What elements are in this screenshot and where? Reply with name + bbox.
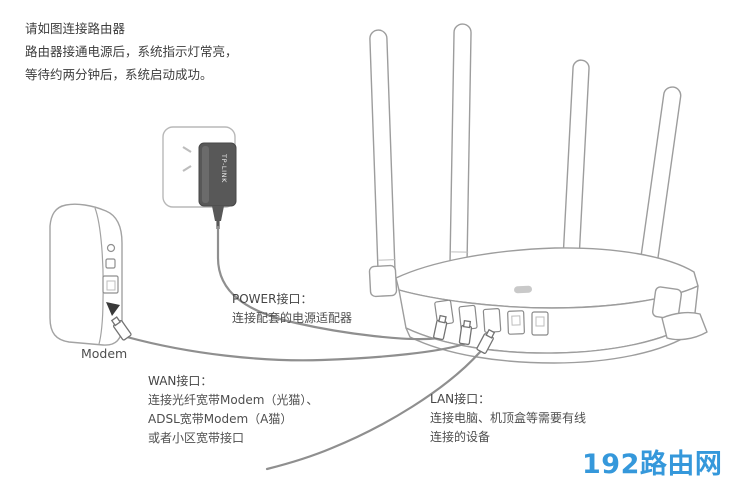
- lan-callout-desc-2: 连接的设备: [430, 430, 491, 444]
- modem-button: [106, 243, 116, 253]
- power-adapter: TP-LINK: [198, 142, 237, 229]
- power-cable-plug: [433, 314, 448, 341]
- instructions-text: 请如图连接路由器 路由器接通电源后，系统指示灯常亮， 等待约两分钟后，系统启动成…: [25, 17, 238, 86]
- watermark-192luyou: 192路由网: [582, 449, 723, 480]
- adapter-cord-boot: [212, 206, 224, 221]
- power-cable: [216, 225, 440, 341]
- wan-callout-desc-1: 连接光纤宽带Modem（光猫）、: [148, 393, 319, 407]
- lan-cable: [265, 350, 482, 471]
- router-port-inner: [535, 316, 545, 327]
- wan-callout-title: WAN接口：: [148, 374, 213, 388]
- router-port: [507, 310, 525, 335]
- power-callout-title: POWER接口：: [232, 292, 313, 306]
- power-port-callout: POWER接口： 连接配套的电源适配器: [232, 290, 352, 328]
- instruction-line-1: 请如图连接路由器: [25, 21, 126, 36]
- modem-body: [49, 203, 123, 346]
- router-port: [482, 308, 502, 333]
- router-logo: [514, 285, 533, 294]
- modem-small-port: [105, 258, 116, 269]
- modem-device: [49, 203, 123, 346]
- router-port-inner: [511, 315, 521, 326]
- instruction-line-3: 等待约两分钟后，系统启动成功。: [25, 67, 213, 82]
- antenna-icon: [369, 29, 396, 283]
- lan-callout-desc-1: 连接电脑、机顶盒等需要有线: [430, 411, 587, 425]
- modem-edge-line: [94, 207, 104, 345]
- modem-label: Modem: [81, 346, 128, 361]
- antenna-joint-line: [378, 259, 396, 261]
- instruction-line-2: 路由器接通电源后，系统指示灯常亮，: [25, 44, 238, 59]
- router-foot: [661, 311, 708, 341]
- plug-tab: [485, 328, 496, 339]
- plug-tab: [462, 319, 472, 329]
- outlet-slot: [182, 146, 192, 153]
- wan-callout-desc-2: ADSL宽带Modem（A猫）: [148, 412, 293, 426]
- adapter-highlight: [202, 146, 209, 203]
- modem-cable-plug: [110, 316, 132, 341]
- insert-arrow-icon: [106, 302, 120, 316]
- plug-body: [458, 324, 473, 346]
- router-device: [368, 247, 708, 364]
- antenna-hinge: [368, 264, 398, 298]
- wan-cable: [125, 335, 466, 362]
- wan-port-callout: WAN接口： 连接光纤宽带Modem（光猫）、 ADSL宽带Modem（A猫） …: [148, 372, 318, 448]
- router-port: [531, 311, 549, 336]
- wan-callout-desc-3: 或者小区宽带接口: [148, 431, 245, 445]
- adapter-brand-text: TP-LINK: [220, 153, 228, 183]
- antenna-icon: [449, 23, 472, 275]
- modem-wan-port-inner: [106, 280, 116, 291]
- plug-tab: [438, 314, 447, 324]
- outlet-slot: [182, 165, 192, 172]
- wan-cable-plug: [458, 319, 473, 346]
- lan-callout-title: LAN接口：: [430, 392, 491, 406]
- lan-port-callout: LAN接口： 连接电脑、机顶盒等需要有线 连接的设备: [430, 390, 586, 447]
- plug-tab: [110, 316, 122, 327]
- power-callout-desc: 连接配套的电源适配器: [232, 311, 353, 325]
- antenna-icon: [562, 59, 590, 269]
- lan-cable-plug: [476, 328, 496, 354]
